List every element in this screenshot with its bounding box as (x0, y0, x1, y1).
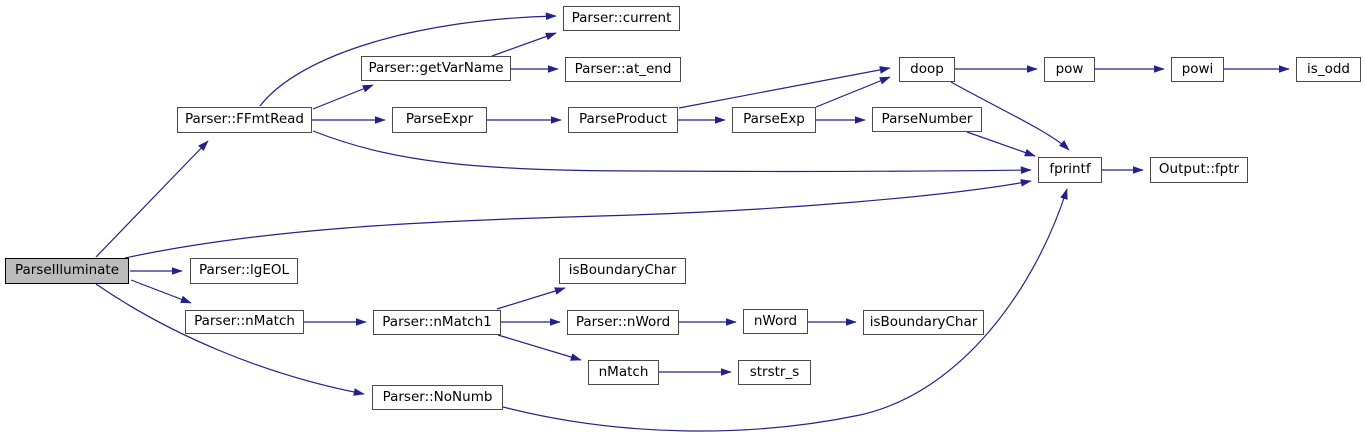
node-nmatch[interactable]: nMatch (588, 360, 659, 385)
node-doop[interactable]: doop (899, 57, 955, 82)
node-label-nword: nWord (753, 312, 798, 329)
edge-parser-ffmtread-to-fprintf (312, 130, 1032, 174)
node-parser-at-end[interactable]: Parser::at_end (565, 57, 681, 82)
node-parser-nmatch[interactable]: Parser::nMatch (185, 310, 304, 334)
node-label-parser-ffmtread: Parser::FFmtRead (184, 111, 304, 128)
node-parser-current[interactable]: Parser::current (563, 6, 680, 31)
node-label-parse-expr: ParseExpr (405, 111, 474, 128)
node-label-parser-getvarname: Parser::getVarName (368, 59, 504, 76)
edge-parse-illuminate-to-fprintf (124, 179, 1032, 259)
node-parser-ffmtread[interactable]: Parser::FFmtRead (177, 107, 312, 133)
node-parser-nmatch1[interactable]: Parser::nMatch1 (373, 310, 501, 335)
edge-parser-nmatch1-to-isboundarychar-1 (496, 287, 566, 310)
node-parser-nword[interactable]: Parser::nWord (567, 310, 679, 335)
edge-parser-ffmtread-to-parser-current (259, 12, 557, 107)
node-is-odd[interactable]: is_odd (1296, 57, 1361, 82)
edges-group (95, 12, 1290, 432)
node-label-parser-nword: Parser::nWord (575, 313, 671, 330)
node-powi[interactable]: powi (1171, 57, 1224, 82)
node-label-fprintf: fprintf (1049, 161, 1091, 178)
node-label-isboundarychar-2: isBoundaryChar (869, 313, 978, 330)
edge-parse-illuminate-to-parser-nmatch (130, 279, 192, 304)
node-output-fptr[interactable]: Output::fptr (1150, 157, 1248, 183)
node-label-parse-number: ParseNumber (881, 110, 973, 127)
node-parse-product[interactable]: ParseProduct (568, 107, 678, 133)
edge-parse-number-to-fprintf (966, 131, 1036, 157)
node-parser-getvarname[interactable]: Parser::getVarName (361, 56, 511, 81)
node-parse-exp[interactable]: ParseExp (732, 107, 816, 133)
node-label-parse-product: ParseProduct (579, 111, 667, 128)
edge-parse-exp-to-doop (815, 76, 891, 108)
node-label-parser-nmatch1: Parser::nMatch1 (382, 313, 492, 330)
node-parser-nonumb[interactable]: Parser::NoNumb (372, 385, 503, 410)
node-label-parse-illuminate: ParseIlluminate (14, 262, 120, 279)
node-isboundarychar-2[interactable]: isBoundaryChar (863, 310, 984, 335)
edge-parser-nmatch1-to-nmatch (497, 334, 582, 361)
edge-parse-product-to-doop (678, 66, 891, 109)
node-label-parse-exp: ParseExp (743, 111, 805, 128)
node-nword[interactable]: nWord (743, 309, 808, 334)
node-label-output-fptr: Output::fptr (1158, 161, 1240, 178)
edge-parser-nonumb-to-fprintf (502, 188, 1068, 432)
node-label-parser-at-end: Parser::at_end (574, 60, 672, 77)
node-parser-lgeol[interactable]: Parser::lgEOL (190, 258, 298, 284)
node-label-parser-nmatch: Parser::nMatch (194, 313, 295, 330)
node-label-isboundarychar-1: isBoundaryChar (568, 262, 677, 279)
edge-parser-ffmtread-to-parser-getvarname (312, 84, 374, 110)
node-label-parser-nonumb: Parser::NoNumb (382, 388, 493, 405)
node-pow[interactable]: pow (1044, 57, 1095, 82)
node-label-doop: doop (910, 60, 944, 77)
node-fprintf[interactable]: fprintf (1038, 157, 1102, 183)
node-label-pow: pow (1055, 60, 1084, 77)
node-label-nmatch: nMatch (598, 363, 649, 380)
edge-parse-illuminate-to-parser-nonumb (95, 283, 365, 396)
node-isboundarychar-1[interactable]: isBoundaryChar (559, 258, 686, 284)
node-label-parser-lgeol: Parser::lgEOL (198, 262, 290, 279)
node-parse-expr[interactable]: ParseExpr (392, 107, 487, 133)
node-parse-illuminate[interactable]: ParseIlluminate (5, 258, 129, 284)
node-strstr-s[interactable]: strstr_s (738, 360, 811, 385)
edge-parse-illuminate-to-parser-ffmtread (95, 140, 209, 258)
node-label-parser-current: Parser::current (571, 9, 672, 26)
node-label-powi: powi (1181, 60, 1214, 77)
edge-parser-getvarname-to-parser-current (491, 32, 557, 57)
edge-doop-to-fprintf (950, 81, 1070, 151)
node-label-is-odd: is_odd (1307, 60, 1350, 77)
node-label-strstr-s: strstr_s (749, 363, 800, 380)
node-parse-number[interactable]: ParseNumber (872, 107, 982, 132)
